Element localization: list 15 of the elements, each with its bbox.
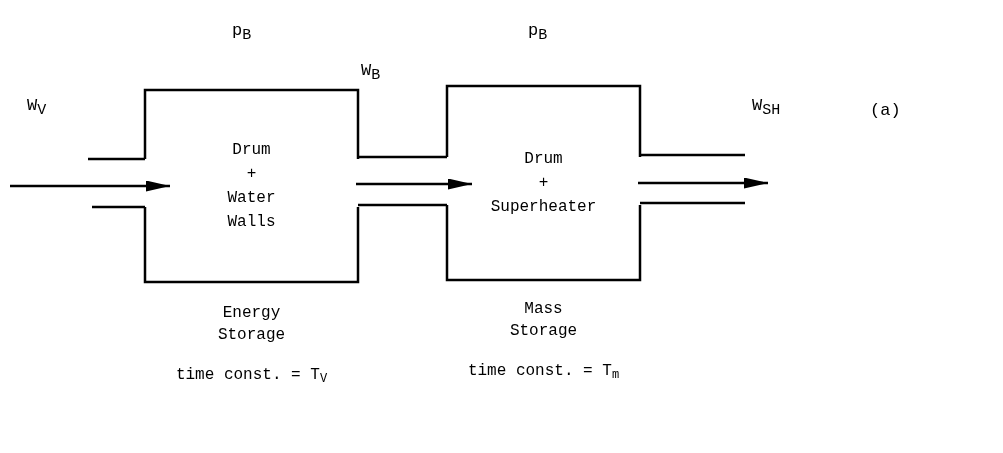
vessel-label: Drum + Superheater — [489, 149, 598, 218]
variable-label: p$_{B}$ — [528, 20, 548, 42]
storage-caption: Mass Storage — [508, 299, 579, 342]
variable-label: W$_{V}$ — [27, 95, 47, 117]
time-constant-label: time const. = T$_{V}$ — [175, 365, 328, 386]
flow-arrow — [638, 177, 768, 189]
flow-arrow — [356, 178, 472, 190]
flow-arrow — [10, 180, 170, 192]
variable-label: p$_{B}$ — [232, 20, 252, 42]
variable-label: W$_{B}$ — [361, 60, 381, 82]
vessel-label: Drum + Water Walls — [226, 140, 277, 233]
variable-label: (a) — [870, 100, 901, 122]
time-constant-label: time const. = T$_{m}$ — [467, 361, 620, 382]
storage-caption: Energy Storage — [216, 303, 287, 346]
variable-label: W$_{SH}$ — [752, 95, 781, 117]
